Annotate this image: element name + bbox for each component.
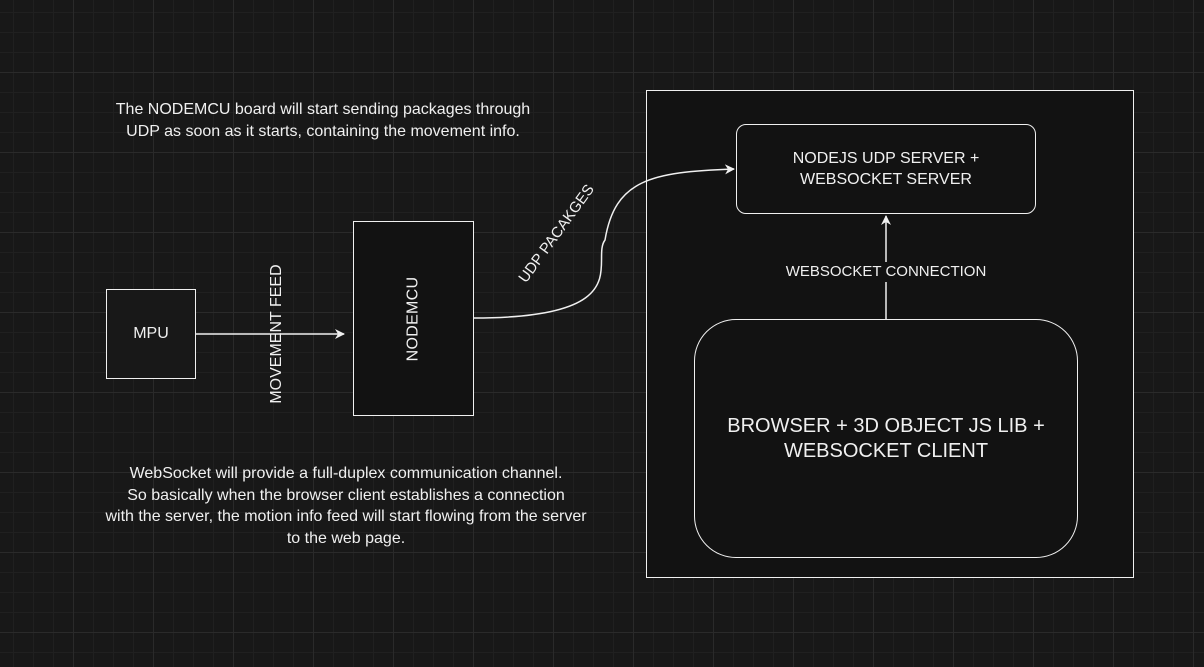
browser-label-line-2: WEBSOCKET CLIENT <box>783 439 989 462</box>
bottom-note: WebSocket will provide a full-duplex com… <box>56 463 636 549</box>
mpu-label: MPU <box>133 325 169 342</box>
bottom-note-line-4: to the web page. <box>286 529 406 547</box>
movement-feed-label: MOVEMENT FEED <box>268 264 285 404</box>
top-note-line-1: The NODEMCU board will start sending pac… <box>115 101 531 118</box>
mpu-node[interactable]: MPU <box>106 289 196 379</box>
nodemcu-to-server-arrow <box>473 164 735 319</box>
server-label-line-1: NODEJS UDP SERVER + <box>792 150 980 167</box>
top-note: The NODEMCU board will start sending pac… <box>63 99 583 142</box>
bottom-note-line-3: with the server, the motion info feed wi… <box>105 508 587 525</box>
top-note-line-2: UDP as soon as it starts, containing the… <box>126 122 520 140</box>
bottom-note-line-1: WebSocket will provide a full-duplex com… <box>129 465 563 482</box>
server-label-line-2: WEBSOCKET SERVER <box>800 171 972 188</box>
server-label: NODEJS UDP SERVER + WEBSOCKET SERVER <box>793 148 980 190</box>
browser-client-node[interactable]: BROWSER + 3D OBJECT JS LIB + WEBSOCKET C… <box>694 319 1078 558</box>
nodemcu-label: NODEMCU <box>404 276 422 361</box>
nodejs-server-node[interactable]: NODEJS UDP SERVER + WEBSOCKET SERVER <box>736 124 1036 214</box>
websocket-connection-label: WEBSOCKET CONNECTION <box>766 262 1006 282</box>
browser-label-line-1: BROWSER + 3D OBJECT JS LIB + <box>727 414 1045 437</box>
nodemcu-node[interactable]: NODEMCU <box>353 221 474 416</box>
bottom-note-line-2: So basically when the browser client est… <box>127 486 565 504</box>
browser-label: BROWSER + 3D OBJECT JS LIB + WEBSOCKET C… <box>727 414 1045 464</box>
